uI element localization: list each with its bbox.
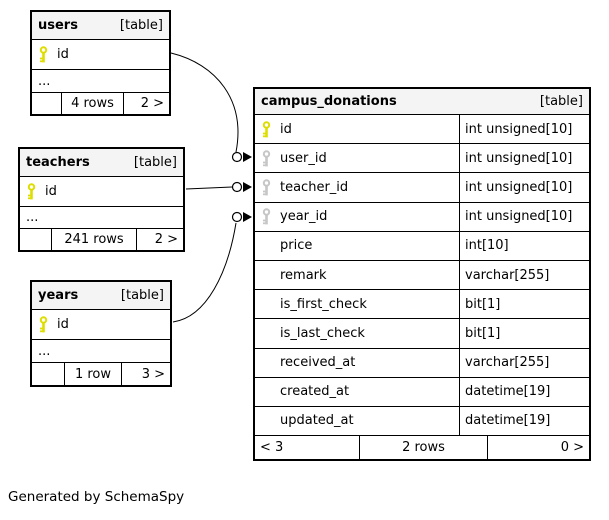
paging-right[interactable]: 0 > xyxy=(560,440,584,455)
zero-or-one-circle xyxy=(231,151,243,163)
table-tag: [table] xyxy=(539,94,583,109)
column-row: remark varchar[255] xyxy=(255,260,589,291)
column-name: price xyxy=(280,238,313,254)
connector-users-user-id xyxy=(170,52,252,163)
foreign-key-icon xyxy=(261,150,272,167)
table-footer: 241 rows 2 > xyxy=(20,229,183,250)
table-name[interactable]: teachers xyxy=(26,155,90,170)
primary-key-icon xyxy=(261,120,272,138)
row-count: 241 rows xyxy=(52,229,137,250)
table-name[interactable]: users xyxy=(38,18,78,33)
footer-spacer xyxy=(32,363,65,385)
column-type: varchar[255] xyxy=(459,348,589,377)
zero-or-one-circle xyxy=(231,181,243,193)
related-count: 2 > xyxy=(154,232,178,247)
table-teachers[interactable]: teachers [table] id ... 241 rows 2 > xyxy=(18,147,185,252)
foreign-key-icon xyxy=(261,208,272,225)
more-columns-indicator: ... xyxy=(32,70,169,93)
table-campus-donations-header[interactable]: campus_donations [table] xyxy=(255,89,589,115)
related-count: 3 > xyxy=(141,366,165,382)
column-name: created_at xyxy=(280,384,350,400)
column-name: teacher_id xyxy=(280,179,349,195)
row-count: 2 rows xyxy=(360,436,488,459)
column-type: bit[1] xyxy=(459,290,589,319)
zero-or-one-circle xyxy=(231,211,243,223)
table-teachers-header[interactable]: teachers [table] xyxy=(20,149,183,177)
row-count: 4 rows xyxy=(62,93,124,114)
connector-teachers-teacher-id xyxy=(185,181,252,193)
column-row: price int[10] xyxy=(255,231,589,261)
column-name: id xyxy=(45,184,57,199)
column-row: user_id int unsigned[10] xyxy=(255,144,589,174)
column-row: teacher_id int unsigned[10] xyxy=(255,173,589,203)
column-name: user_id xyxy=(280,150,327,166)
paging-left[interactable]: < 3 xyxy=(255,436,360,459)
column-row: received_at varchar[255] xyxy=(255,348,589,378)
more-columns-indicator: ... xyxy=(32,340,170,363)
column-name: updated_at xyxy=(280,413,354,429)
column-type: varchar[255] xyxy=(459,260,589,290)
column-type: int unsigned[10] xyxy=(459,144,589,173)
table-users-header[interactable]: users [table] xyxy=(32,12,169,40)
table-campus-donations[interactable]: campus_donations [table] id int unsigned[… xyxy=(253,87,591,461)
table-users[interactable]: users [table] id ... 4 rows 2 > xyxy=(30,10,171,116)
column-type: int unsigned[10] xyxy=(459,202,589,231)
primary-key-icon xyxy=(26,183,37,200)
arrowhead-icon xyxy=(243,212,252,222)
column-row: year_id int unsigned[10] xyxy=(255,202,589,232)
column-name: id xyxy=(57,317,69,332)
footer-spacer xyxy=(32,93,62,114)
column-name: remark xyxy=(280,267,327,283)
column-name: received_at xyxy=(280,355,356,371)
column-type: datetime[19] xyxy=(459,406,589,436)
column-name: id xyxy=(57,47,69,62)
table-tag: [table] xyxy=(120,288,164,303)
table-footer: 4 rows 2 > xyxy=(32,93,169,114)
column-name: is_first_check xyxy=(280,296,367,312)
primary-key-icon xyxy=(38,46,49,63)
footer-spacer xyxy=(20,229,52,250)
column-row: id xyxy=(32,40,169,70)
column-name: is_last_check xyxy=(280,325,365,341)
column-row: is_first_check bit[1] xyxy=(255,290,589,320)
column-type: int unsigned[10] xyxy=(459,115,589,144)
table-tag: [table] xyxy=(119,18,163,33)
column-type: int[10] xyxy=(459,231,589,260)
column-row: id xyxy=(32,310,170,340)
arrowhead-icon xyxy=(243,152,252,162)
column-row: id int unsigned[10] xyxy=(255,115,589,145)
column-name: id xyxy=(280,121,292,137)
table-years-header[interactable]: years [table] xyxy=(32,282,170,310)
more-columns-indicator: ... xyxy=(20,207,183,229)
table-name[interactable]: campus_donations xyxy=(261,94,397,109)
generated-by-note: Generated by SchemaSpy xyxy=(8,489,185,505)
table-footer: < 3 2 rows 0 > xyxy=(255,436,589,459)
column-row: created_at datetime[19] xyxy=(255,377,589,407)
column-type: bit[1] xyxy=(459,319,589,348)
row-count: 1 row xyxy=(65,363,122,385)
arrowhead-icon xyxy=(243,182,252,192)
foreign-key-icon xyxy=(261,179,272,196)
primary-key-icon xyxy=(38,316,49,333)
table-tag: [table] xyxy=(133,155,177,170)
table-name[interactable]: years xyxy=(38,288,79,303)
column-type: datetime[19] xyxy=(459,377,589,406)
column-row: is_last_check bit[1] xyxy=(255,319,589,349)
column-row: updated_at datetime[19] xyxy=(255,406,589,437)
table-footer: 1 row 3 > xyxy=(32,363,170,385)
column-name: year_id xyxy=(280,209,328,225)
column-row: id xyxy=(20,177,183,207)
table-years[interactable]: years [table] id ... 1 row 3 > xyxy=(30,280,172,387)
column-type: int unsigned[10] xyxy=(459,173,589,202)
related-count: 2 > xyxy=(140,96,164,111)
